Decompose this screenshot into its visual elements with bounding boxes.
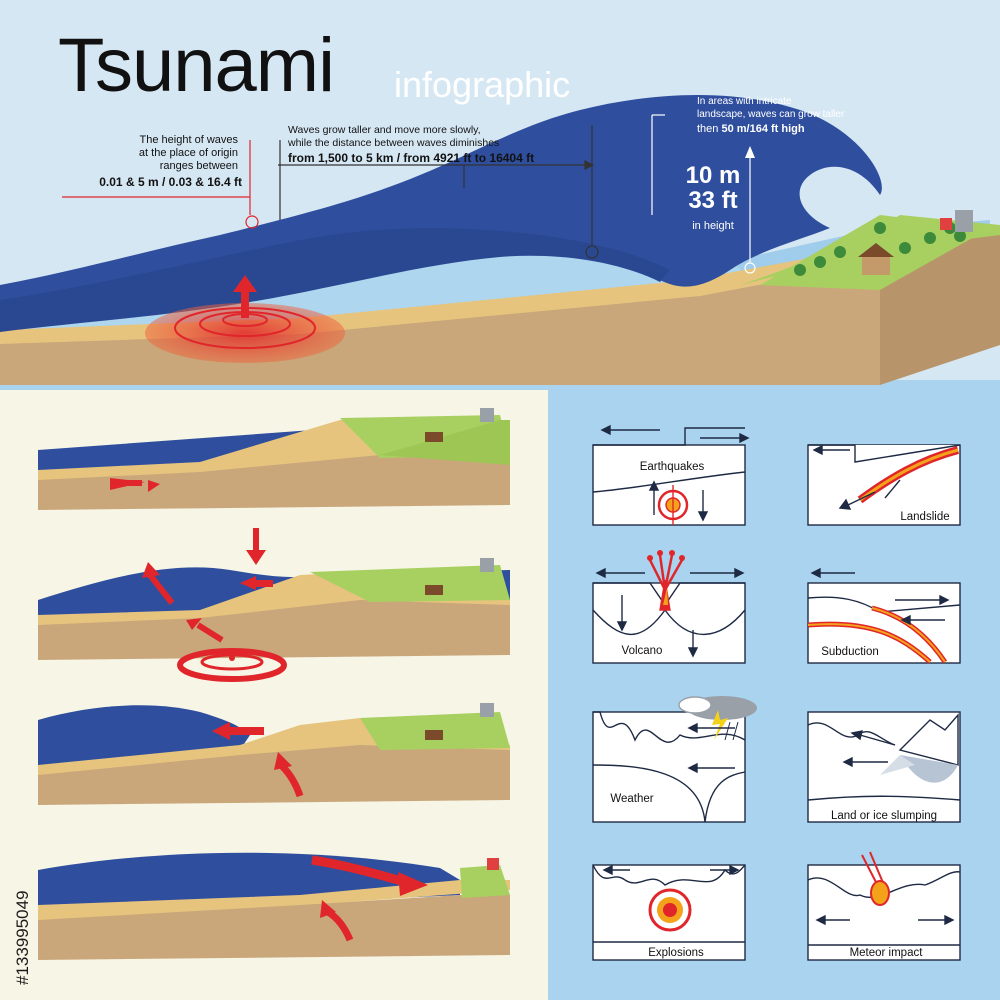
cause-label-volcano: Volcano	[622, 645, 663, 657]
wave-height-meters: 10 m	[686, 162, 741, 189]
distance-value: from 1,500 to 5 km / from 4921 ft to 164…	[288, 151, 534, 165]
cause-label-subduction: Subduction	[821, 646, 879, 658]
intricate-line3: then 50 m/164 ft high	[697, 123, 805, 135]
stage-3-block	[38, 703, 510, 805]
cause-label-weather: Weather	[610, 793, 653, 805]
wave-height-callout: 10 m 33 ft in height	[686, 162, 741, 232]
cause-label-landslide: Landslide	[900, 511, 949, 523]
origin-height-annotation: The height of waves at the place of orig…	[99, 134, 242, 189]
top-ocean-cross-section	[0, 95, 1000, 385]
intricate-line2: landscape, waves can grow taller	[697, 109, 845, 120]
distance-line1: Waves grow taller and move more slowly,	[288, 124, 481, 136]
wave-height-feet: 33 ft	[688, 187, 737, 214]
stage-1-block	[38, 408, 510, 510]
volcano-diagram	[592, 582, 746, 664]
page-title: Tsunami	[58, 23, 335, 108]
distance-line2: while the distance between waves diminis…	[287, 137, 499, 149]
image-id-label: #133995049	[13, 890, 32, 985]
cause-label-explosions: Explosions	[648, 947, 704, 959]
stage-4-block	[38, 852, 510, 960]
cause-labels: Earthquakes Landslide Volcano Subduction…	[610, 461, 949, 959]
page-subtitle: infographic	[394, 64, 571, 105]
wave-height-caption: in height	[692, 220, 734, 232]
cause-label-meteor-impact: Meteor impact	[850, 947, 924, 959]
stage-2-block	[38, 528, 510, 682]
distance-annotation: Waves grow taller and move more slowly, …	[287, 124, 534, 165]
cause-label-earthquakes: Earthquakes	[640, 461, 705, 473]
cause-diagrams	[592, 424, 961, 961]
cause-label-ice-slumping: Land or ice slumping	[831, 810, 937, 822]
intricate-line1: In areas with intricate	[697, 96, 792, 107]
origin-height-line3: ranges between	[160, 160, 238, 172]
intricate-annotation: In areas with intricate landscape, waves…	[697, 96, 845, 135]
origin-height-line1: The height of waves	[140, 134, 239, 146]
annotation-lines	[62, 114, 756, 274]
origin-height-line2: at the place of origin	[139, 147, 238, 159]
origin-height-value: 0.01 & 5 m / 0.03 & 16.4 ft	[99, 175, 242, 189]
earthquakes-diagram	[592, 444, 746, 526]
